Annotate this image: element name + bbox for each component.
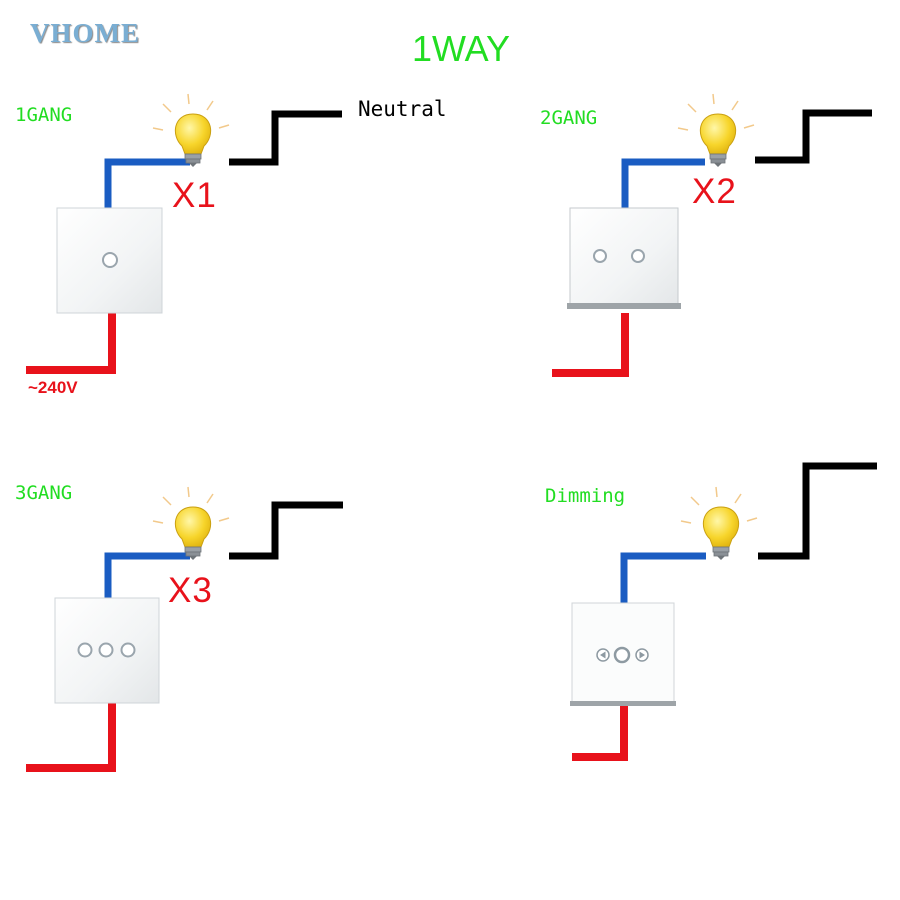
panel-label-2gang: 2GANG: [540, 107, 598, 129]
panel-label-dimming: Dimming: [545, 485, 626, 507]
panel-label-3gang: 3GANG: [15, 482, 73, 504]
dimmer-left-arrow-icon[interactable]: [596, 648, 610, 662]
panel-3gang: [26, 486, 343, 772]
panel-label-1gang: 1GANG: [15, 104, 73, 126]
touch-button[interactable]: [631, 249, 645, 263]
light-bulb-icon: [152, 93, 230, 168]
touch-switch-1-gang: [56, 207, 163, 314]
dimmer-power-icon[interactable]: [613, 646, 631, 664]
touch-button[interactable]: [77, 642, 93, 658]
multiplier-x1: X1: [172, 176, 217, 215]
panel-dimming: [570, 462, 877, 761]
neutral-wire: [229, 501, 343, 560]
panel-1gang: [26, 93, 342, 374]
diagram-title: 1WAY: [412, 28, 511, 69]
live-wire: [552, 313, 629, 377]
light-bulb-icon: [677, 93, 755, 168]
neutral-wire: [229, 110, 342, 166]
dimmer-switch: [570, 602, 676, 706]
live-wire: [26, 703, 116, 772]
light-bulb-icon: [152, 486, 230, 561]
live-wire: [572, 706, 628, 761]
switched-live-wire: [104, 158, 190, 210]
panel-2gang: [552, 93, 872, 377]
neutral-label: Neutral: [358, 97, 447, 121]
multiplier-x3: X3: [168, 571, 213, 610]
touch-button[interactable]: [120, 642, 136, 658]
multiplier-x2: X2: [692, 172, 737, 211]
switched-live-wire: [104, 552, 190, 600]
switched-live-wire: [621, 158, 705, 210]
touch-button[interactable]: [593, 249, 607, 263]
touch-button[interactable]: [98, 642, 114, 658]
neutral-wire: [758, 462, 877, 560]
brand-logo: VHOME: [30, 18, 140, 48]
touch-switch-2-gang: [567, 207, 681, 309]
switched-live-wire: [620, 552, 706, 604]
live-wire: [26, 312, 116, 374]
neutral-wire: [755, 109, 872, 164]
light-bulb-icon: [680, 486, 758, 561]
dimmer-right-arrow-icon[interactable]: [635, 648, 649, 662]
voltage-label: ~240V: [28, 378, 78, 397]
touch-switch-3-gang: [54, 597, 160, 704]
touch-button[interactable]: [102, 252, 118, 268]
